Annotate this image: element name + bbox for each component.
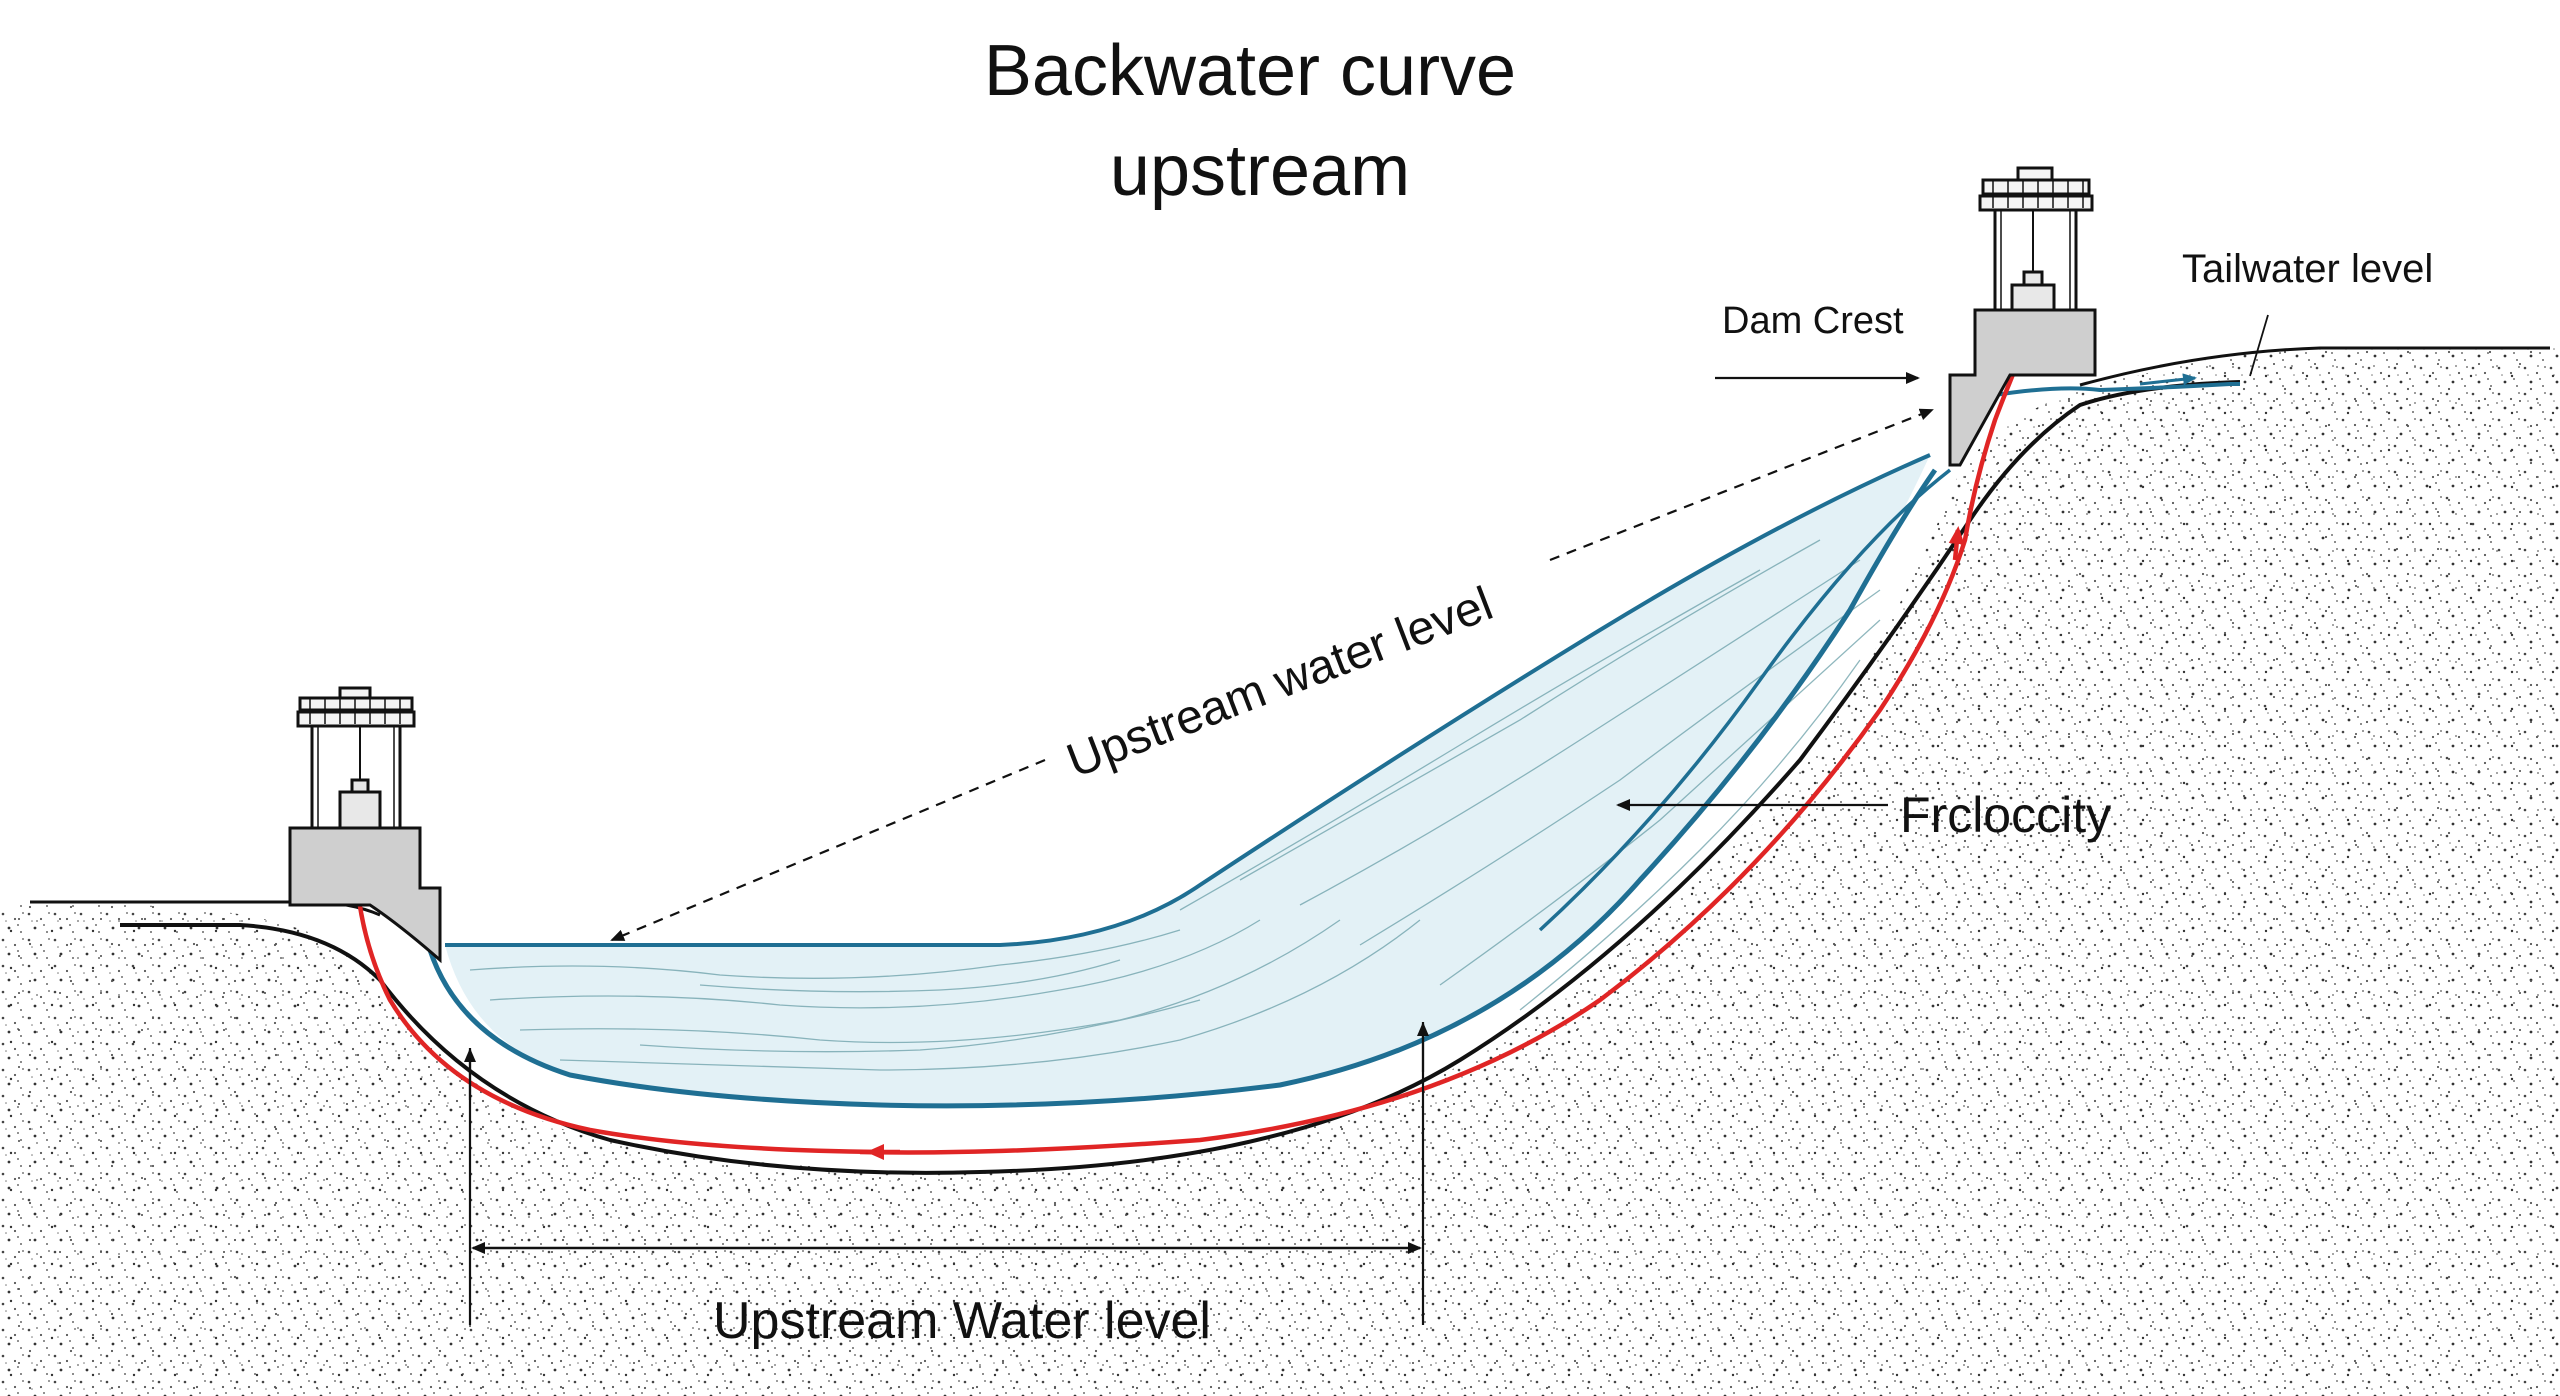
left-gate-structure: [288, 686, 442, 964]
flow-path-arrow-left: [347, 816, 881, 1155]
flow-path-arrow: [859, 309, 2043, 1155]
channel-bed-line: [120, 380, 2241, 1175]
water-fill: [445, 455, 1930, 1106]
upstream-level-dashed-arrow-a: [1549, 408, 1934, 562]
flow-arrow-head-slope: [1948, 526, 1965, 561]
tailwater-arrow: [2139, 373, 2197, 386]
tailwater-level-label: Tailwater level: [2182, 247, 2433, 291]
right-gate-housing: [2010, 283, 2056, 312]
velocity-label: Frcloccity: [1900, 787, 2111, 843]
left-gate-housing: [338, 790, 382, 830]
water-inner-line: [1538, 468, 1952, 932]
title-line-1: Backwater curve: [984, 31, 1516, 111]
soil-fill-overlay: [0, 348, 2560, 1396]
tailwater-leader: [2249, 314, 2269, 377]
water-streaks: [469, 539, 1881, 1071]
water-body: [427, 373, 2240, 1109]
upstream-water-surface: [445, 453, 1931, 947]
tailwater-surface: [1994, 382, 2240, 397]
water-bottom-line: [427, 468, 1938, 1109]
title-line-2: upstream: [1110, 131, 1410, 211]
right-dam-body: [1948, 308, 2097, 467]
right-gate-hoist-deck: [1978, 194, 2094, 212]
left-gate-hoist-deck: [296, 710, 416, 728]
ground: [0, 346, 2560, 1396]
annotations: [464, 314, 2269, 1325]
left-dam-body: [288, 826, 442, 964]
upstream-water-level-bottom-label: Upstream Water level: [713, 1292, 1211, 1350]
dam-crest-label: Dam Crest: [1722, 300, 1904, 342]
right-gate-structure: [1948, 166, 2097, 467]
upstream-level-dashed-arrow-b: [610, 758, 1046, 942]
